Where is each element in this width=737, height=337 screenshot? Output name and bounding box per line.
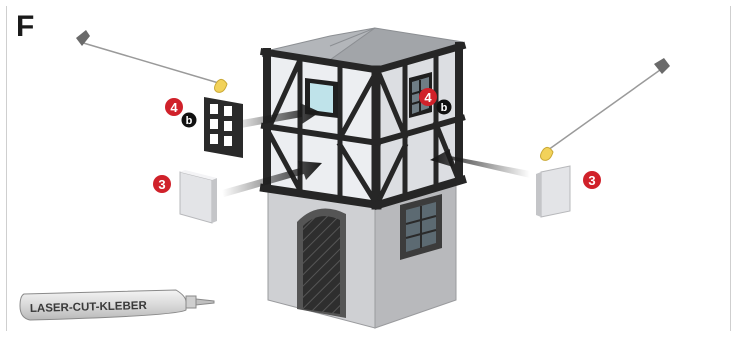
callout-number: 4 xyxy=(170,100,178,115)
callout-right-window: 4 b xyxy=(419,88,452,115)
tower xyxy=(259,27,467,329)
arrows xyxy=(222,103,530,197)
glue-tube-icon: LASER-CUT-KLEBER xyxy=(19,289,215,321)
diagram-frame xyxy=(6,6,731,331)
glue-tube-label: LASER-CUT-KLEBER xyxy=(30,300,148,315)
callout-number: 3 xyxy=(588,173,595,188)
callout-left-plate: 3 xyxy=(153,175,171,193)
glue-applicator-icon xyxy=(540,58,670,161)
plaster-plate-left xyxy=(179,170,217,224)
callout-left-window: 4 b xyxy=(165,98,197,128)
arrow-icon xyxy=(230,103,320,130)
plaster-wall-right xyxy=(378,46,462,205)
glue-applicator-icon xyxy=(76,30,228,93)
arrow-icon xyxy=(222,161,322,197)
timber-frame-right xyxy=(373,41,467,210)
door xyxy=(303,216,340,314)
plaster-wall-left xyxy=(264,52,378,205)
callout-right-plate: 3 xyxy=(583,171,601,189)
callout-number: 4 xyxy=(424,90,432,105)
upper-left-window-glass xyxy=(310,83,333,113)
callout-letter: b xyxy=(441,102,448,114)
callout-number: 3 xyxy=(158,177,165,192)
plaster-plate-right xyxy=(536,165,571,218)
window-part-left xyxy=(204,97,243,158)
callout-letter: b xyxy=(186,115,193,127)
step-letter: F xyxy=(16,10,35,43)
arrow-icon xyxy=(430,149,530,178)
